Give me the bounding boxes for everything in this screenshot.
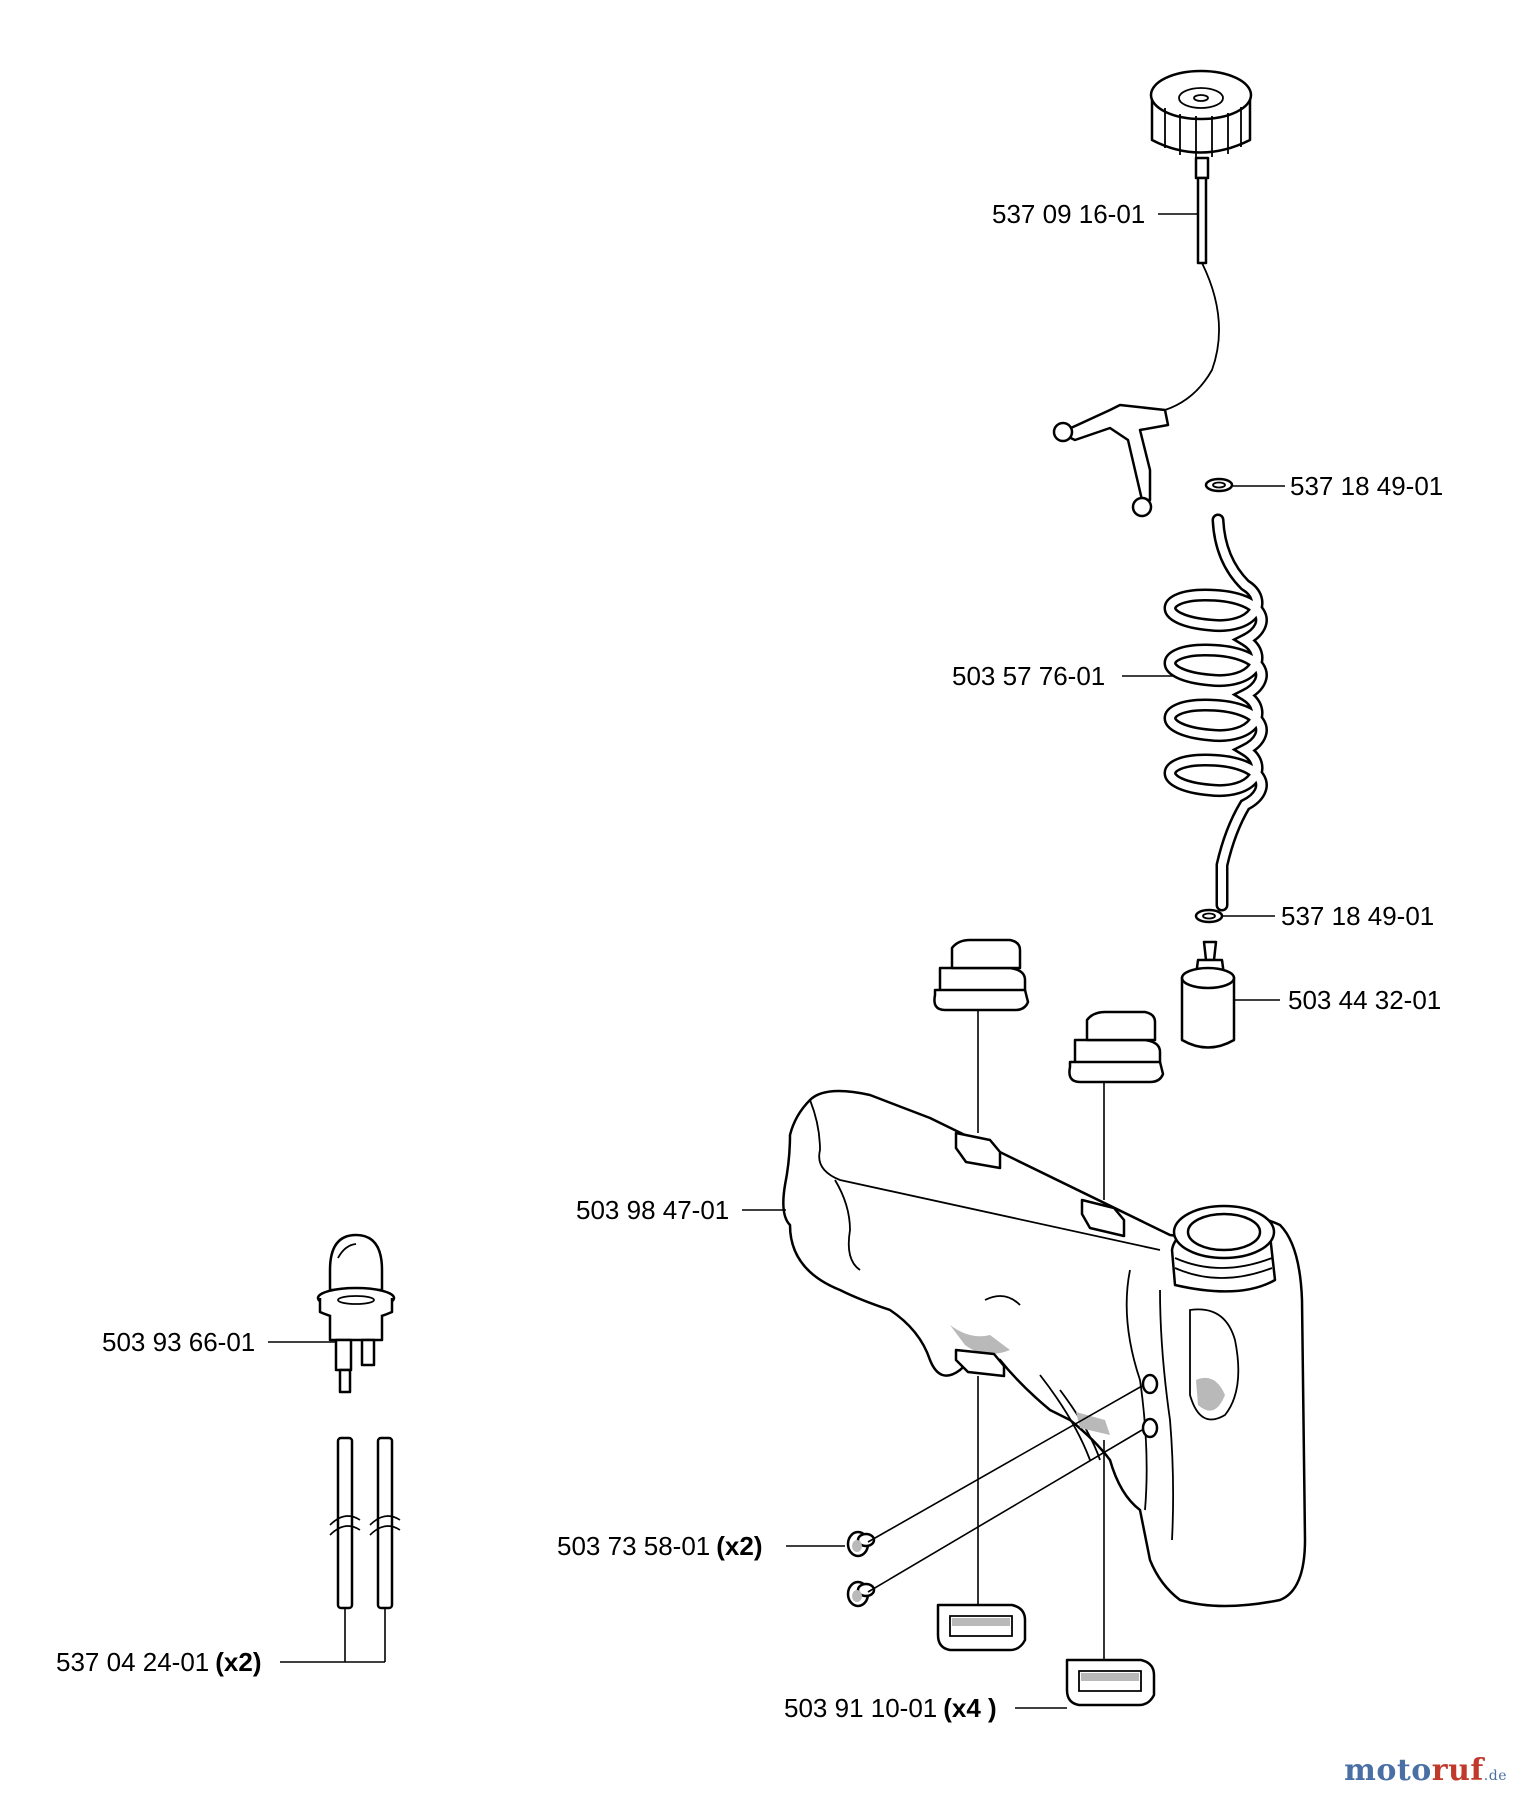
part-quantity: (x2)	[716, 1531, 763, 1561]
watermark-part3: .de	[1483, 1768, 1507, 1784]
part-number: 503 98 47-01	[576, 1195, 730, 1225]
part-quantity: (x4 )	[943, 1693, 997, 1723]
part-number: 503 93 66-01	[102, 1327, 256, 1357]
leader-lines	[268, 213, 1285, 1709]
part-label-o-ring-lower: 537 18 49-01	[1281, 901, 1434, 931]
fuel-tank	[782, 1089, 1307, 1608]
fuel-lines	[329, 1436, 401, 1610]
part-number: 537 18 49-01	[1290, 471, 1444, 501]
tank-mount-pads	[954, 1131, 1126, 1378]
part-number: 503 91 10-01	[784, 1693, 938, 1723]
part-number: 503 44 32-01	[1288, 985, 1442, 1015]
watermark-logo: motoruf.de	[1344, 1753, 1507, 1788]
part-label-fuel-filter: 503 44 32-01	[1288, 985, 1441, 1015]
o-ring-upper	[1204, 477, 1234, 493]
part-label-fuel-cap: 537 09 16-01	[992, 199, 1145, 229]
part-label-vent-plug: 503 73 58-01(x2)	[557, 1531, 763, 1561]
part-number: 537 18 49-01	[1281, 901, 1435, 931]
part-number: 503 57 76-01	[952, 661, 1106, 691]
part-label-fuel-tank: 503 98 47-01	[576, 1195, 729, 1225]
vent-plug-upper	[846, 1530, 876, 1558]
mount-block-top-right	[1068, 1010, 1165, 1084]
watermark-part2: ruf	[1431, 1753, 1484, 1788]
part-number: 537 09 16-01	[992, 199, 1146, 229]
part-number: 503 73 58-01	[557, 1531, 711, 1561]
watermark-part1: moto	[1344, 1753, 1432, 1788]
mount-frame-bottom-right	[1065, 1658, 1156, 1707]
fuel-hose-coil	[1163, 513, 1268, 912]
fuel-filter	[1180, 940, 1236, 1049]
mount-frame-bottom-left	[936, 1603, 1027, 1652]
part-label-fuel-hose: 503 57 76-01	[952, 661, 1105, 691]
primer-bulb	[316, 1233, 396, 1394]
part-label-primer-bulb: 503 93 66-01	[102, 1327, 255, 1357]
part-label-fuel-lines: 537 04 24-01(x2)	[56, 1647, 262, 1677]
mount-block-top-left	[933, 938, 1030, 1012]
vent-plug-lower	[846, 1580, 876, 1608]
o-ring-lower	[1194, 908, 1224, 924]
part-label-o-ring-upper: 537 18 49-01	[1290, 471, 1443, 501]
part-label-mount: 503 91 10-01(x4 )	[784, 1693, 997, 1723]
part-number: 537 04 24-01	[56, 1647, 210, 1677]
fuel-cap	[1052, 69, 1253, 518]
part-quantity: (x2)	[215, 1647, 262, 1677]
